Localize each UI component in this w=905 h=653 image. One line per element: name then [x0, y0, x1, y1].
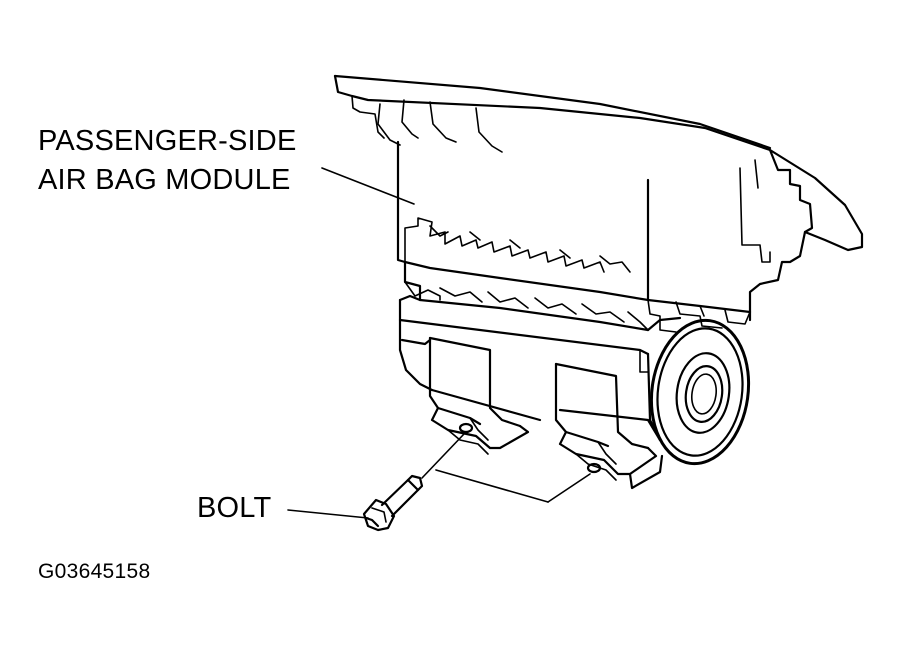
bolt-leader-line [287, 509, 369, 519]
module-upper-housing [333, 74, 864, 322]
left-bolt-hole [458, 422, 474, 434]
bolt-alignment-lines [421, 433, 591, 503]
left-mounting-bracket [428, 336, 530, 455]
inflator-cylinder [646, 316, 751, 466]
module-lower-housing [398, 294, 662, 442]
right-bolt-hole [586, 462, 602, 474]
right-mounting-bracket [554, 362, 664, 490]
bolt [362, 474, 424, 532]
module-label-line2: AIR BAG MODULE [38, 164, 291, 196]
module-leader-line [321, 167, 415, 205]
module-label-line1: PASSENGER-SIDE [38, 125, 297, 157]
bolt-label: BOLT [197, 492, 272, 524]
figure-code: G03645158 [38, 560, 151, 583]
